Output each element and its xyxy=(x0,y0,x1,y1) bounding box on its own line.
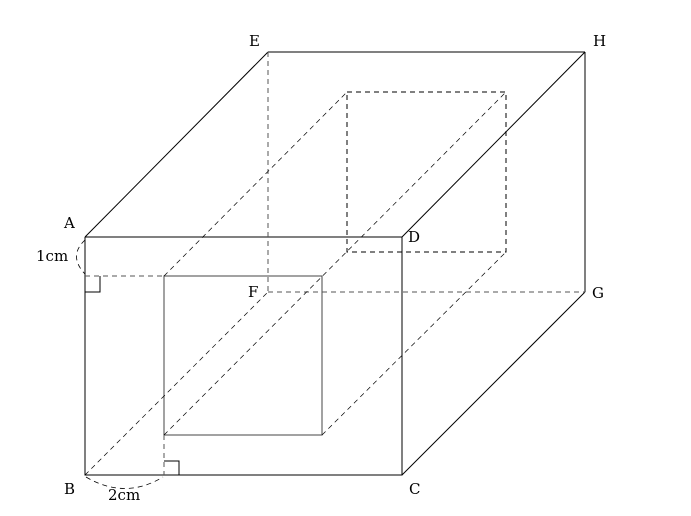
vertex-label-f: F xyxy=(248,283,259,301)
vertex-label-e: E xyxy=(249,32,260,50)
dimension-2cm: 2cm xyxy=(108,486,141,504)
vertex-label-h: H xyxy=(593,32,607,50)
vertex-label-a: A xyxy=(64,214,75,232)
vertex-label-c: C xyxy=(409,480,421,498)
dimension-1cm: 1cm xyxy=(36,247,69,265)
vertex-label-b: B xyxy=(64,480,76,498)
solid-edges xyxy=(84,51,586,476)
vertex-label-d: D xyxy=(408,228,421,246)
hidden-edges xyxy=(76,52,585,489)
vertex-label-g: G xyxy=(592,284,604,302)
